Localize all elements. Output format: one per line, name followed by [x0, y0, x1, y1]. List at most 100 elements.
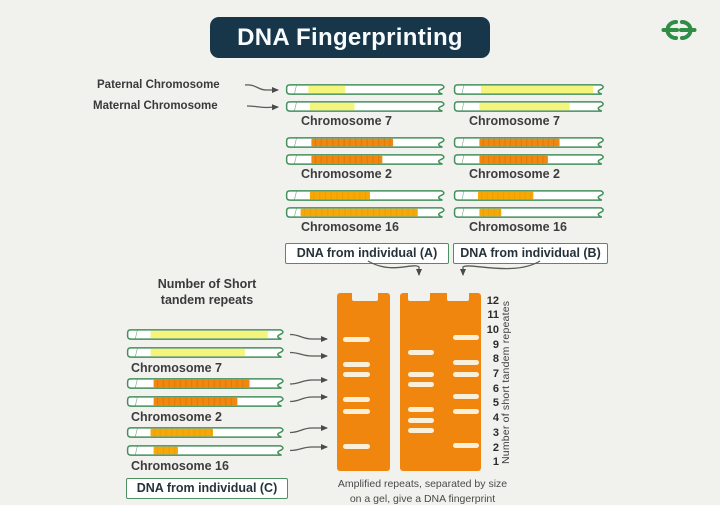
gel-band [408, 372, 434, 377]
individual-b-section: Chromosome 7 Chromosome 2 Chromosome 16 DNA… [453, 84, 608, 264]
chromosome-label: Chromosome 16 [469, 220, 567, 234]
gel-lane-block-c [337, 292, 390, 471]
maternal-chromosome-label: Maternal Chromosome [93, 100, 218, 112]
str-repeat-segment [153, 379, 250, 388]
chromosome-bar [453, 154, 608, 165]
str-repeat-segment [311, 138, 394, 147]
chromosome-label: Chromosome 16 [301, 220, 399, 234]
gel-band [343, 372, 370, 377]
chromosome-bar [453, 101, 608, 112]
chromosome-bar [126, 378, 288, 389]
gel-well-c [352, 292, 378, 301]
gel-band [453, 335, 479, 341]
chromosome-bar [285, 190, 449, 201]
gel-caption: Amplified repeats, separated by size on … [310, 477, 535, 506]
gel-scale-tick: 1 [492, 456, 499, 469]
str-repeat-segment [479, 155, 548, 164]
chromosome-bar [126, 329, 288, 340]
gel-band [408, 407, 434, 413]
chromosome-bar [285, 101, 449, 112]
chromosome-label: Chromosome 7 [131, 361, 222, 375]
str-repeat-segment [479, 138, 560, 147]
str-heading-line1: Number of Short [157, 277, 257, 291]
chromosome-label: Chromosome 2 [469, 167, 560, 181]
gel-scale-tick: 10 [486, 323, 499, 336]
gel-scale-tick: 6 [492, 382, 499, 395]
str-heading-line2: tandem repeats [160, 292, 254, 307]
c-bar3-to-gel-arrow [289, 377, 328, 385]
chromosome-bar [453, 207, 608, 218]
str-repeat-segment [311, 155, 383, 164]
gel-band [343, 444, 370, 450]
gel-band [343, 396, 370, 402]
paternal-arrow [244, 84, 279, 93]
str-repeat-segment [150, 330, 268, 339]
str-repeat-segment [150, 348, 245, 357]
chromosome-bar [126, 427, 288, 438]
chromosome-label: Chromosome 7 [301, 114, 392, 128]
gel-scale-tick: 11 [487, 309, 499, 322]
chromosome-bar [285, 207, 449, 218]
gel-band [453, 372, 479, 377]
chromosome-bar-outline [455, 208, 604, 217]
c-bar5-to-gel-arrow [289, 425, 328, 434]
gel-lane-block-ab [400, 292, 481, 471]
chromosome-bar [453, 190, 608, 201]
gel-band [408, 417, 434, 423]
gel-band [343, 361, 370, 367]
chromosome-label: Chromosome 16 [131, 459, 229, 473]
gel-scale-tick: 9 [492, 338, 499, 351]
gel-band [408, 427, 434, 433]
gel-well-b [447, 292, 469, 301]
c-bar1-to-gel-arrow [289, 333, 328, 342]
c-bar4-to-gel-arrow [289, 394, 328, 403]
gel-caption-line1: Amplified repeats, separated by size [337, 478, 508, 490]
gel-band [343, 336, 370, 342]
str-repeat-segment [309, 102, 355, 111]
maternal-arrow [246, 104, 279, 111]
chromosome-bar [126, 445, 288, 456]
gel-well-a [408, 292, 430, 301]
gel-band [408, 349, 434, 355]
str-repeat-segment [153, 397, 238, 406]
str-repeat-segment [308, 85, 346, 94]
str-repeat-segment [479, 208, 502, 217]
chromosome-bar [126, 347, 288, 358]
gel-band [453, 360, 479, 366]
str-repeat-segment [153, 446, 178, 455]
str-repeat-segment [480, 85, 594, 94]
chromosome-bar [285, 154, 449, 165]
str-repeat-segment [309, 191, 370, 200]
gel-band [453, 408, 479, 414]
gel-band [453, 394, 479, 400]
gel-band [408, 382, 434, 388]
str-heading: Number of Short tandem repeats [128, 277, 286, 308]
gel-electrophoresis [337, 292, 481, 471]
geeksforgeeks-logo [661, 20, 697, 40]
chromosome-bar [453, 137, 608, 148]
gel-scale-tick: 8 [492, 353, 499, 366]
chromosome-bar [285, 137, 449, 148]
individual-c-section: Chromosome 7 Chromosome 2 Chromosome 16 DNA… [126, 329, 288, 499]
gel-band [453, 442, 479, 448]
chromosome-bar [285, 84, 449, 95]
gel-scale-tick: 12 [486, 294, 499, 307]
chromosome-label: Chromosome 2 [301, 167, 392, 181]
str-repeat-segment [300, 208, 418, 217]
gel-caption-line2: on a gel, give a DNA fingerprint [349, 492, 496, 505]
dna-individual-box: DNA from individual (B) [453, 243, 608, 264]
chromosome-bar-outline [128, 446, 283, 455]
chromosome-bar [126, 396, 288, 407]
chromosome-label: Chromosome 7 [469, 114, 560, 128]
gel-scale-tick: 2 [492, 441, 499, 454]
gel-axis-label: Number of short tandem repeates [500, 300, 512, 464]
dna-individual-box: DNA from individual (C) [126, 478, 288, 499]
gel-scale-tick: 4 [492, 412, 499, 425]
page-title: DNA Fingerprinting [210, 17, 490, 58]
gel-band [343, 408, 370, 414]
gel-scale-tick: 7 [492, 368, 499, 380]
chromosome-label: Chromosome 2 [131, 410, 222, 424]
